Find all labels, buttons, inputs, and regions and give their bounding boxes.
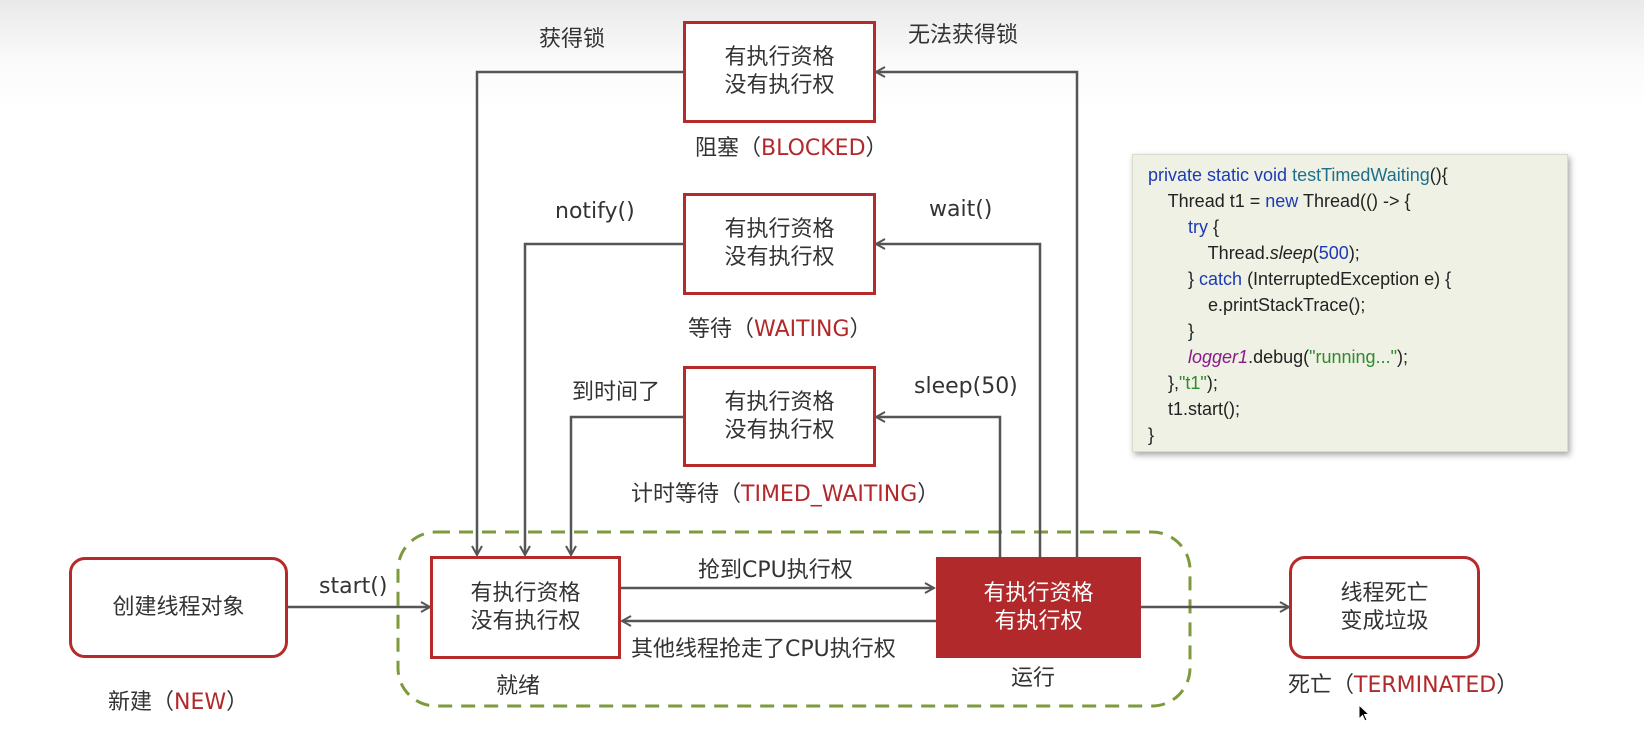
code-line: Thread t1 = new Thread(() -> { <box>1148 191 1411 211</box>
get-lock-arrow <box>477 70 683 555</box>
blocked-state-caption: 阻塞（BLOCKED） <box>695 136 888 161</box>
code-line: try { <box>1188 217 1220 237</box>
sleep-label: sleep(50) <box>914 374 1018 399</box>
no-lock-arrow <box>876 72 1079 557</box>
ready-line2: 没有执行权 <box>470 608 581 634</box>
running-state-box: 有执行资格 有执行权 <box>936 557 1141 658</box>
waiting-line2: 没有执行权 <box>724 245 835 270</box>
time-up-label: 到时间了 <box>572 380 661 405</box>
blocked-state-box: 有执行资格 没有执行权 <box>683 21 876 123</box>
terminated-line2: 变成垃圾 <box>1340 608 1429 634</box>
waiting-state-box: 有执行资格 没有执行权 <box>683 193 876 295</box>
code-line: } catch (InterruptedException e) { <box>1148 269 1452 289</box>
runnable-group-border <box>396 530 1192 708</box>
sleep-arrow <box>876 417 1002 557</box>
timed-waiting-state-box: 有执行资格 没有执行权 <box>683 366 876 467</box>
terminated-state-box: 线程死亡 变成垃圾 <box>1289 556 1480 659</box>
ready-line1: 有执行资格 <box>470 580 581 606</box>
running-line2: 有执行权 <box>994 608 1083 634</box>
mouse-cursor-icon <box>1358 704 1370 722</box>
blocked-line2: 没有执行权 <box>724 73 835 98</box>
terminated-line1: 线程死亡 <box>1340 580 1429 606</box>
new-state-box: 创建线程对象 <box>69 557 288 658</box>
time-up-arrow <box>571 415 683 555</box>
code-line: e.printStackTrace(); <box>1148 295 1366 315</box>
notify-label: notify() <box>555 199 635 224</box>
timed-waiting-state-caption: 计时等待（TIMED_WAITING） <box>631 482 940 507</box>
code-line: Thread.sleep(500); <box>1148 243 1360 263</box>
waiting-line1: 有执行资格 <box>724 217 835 242</box>
get-lock-label: 获得锁 <box>539 27 606 52</box>
blocked-line1: 有执行资格 <box>724 45 835 70</box>
notify-arrow <box>525 242 683 555</box>
code-line: logger1.debug("running..."); <box>1188 347 1408 367</box>
wait-label: wait() <box>929 197 993 222</box>
code-line: },"t1"); <box>1148 373 1218 393</box>
terminated-state-caption: 死亡（TERMINATED） <box>1288 673 1519 698</box>
grab-cpu-label: 抢到CPU执行权 <box>698 558 853 583</box>
code-panel: private static void testTimedWaiting(){ … <box>1132 154 1568 452</box>
ready-state-box: 有执行资格 没有执行权 <box>430 556 621 659</box>
new-state-caption: 新建（NEW） <box>108 690 249 715</box>
timed-waiting-line1: 有执行资格 <box>724 389 835 415</box>
no-lock-label: 无法获得锁 <box>908 23 1019 48</box>
ready-state-caption: 就绪 <box>496 674 541 699</box>
wait-arrow <box>876 244 1042 557</box>
code-line: } <box>1148 321 1195 341</box>
new-state-text: 创建线程对象 <box>112 594 245 620</box>
start-label: start() <box>319 574 388 599</box>
code-line: t1.start(); <box>1148 399 1241 419</box>
running-line1: 有执行资格 <box>983 580 1094 606</box>
running-state-caption: 运行 <box>1011 666 1056 691</box>
waiting-state-caption: 等待（WAITING） <box>688 317 872 342</box>
code-line: } <box>1148 425 1155 445</box>
timed-waiting-line2: 没有执行权 <box>724 417 835 443</box>
lose-cpu-label: 其他线程抢走了CPU执行权 <box>631 637 896 662</box>
code-line: private static void testTimedWaiting(){ <box>1148 165 1448 185</box>
